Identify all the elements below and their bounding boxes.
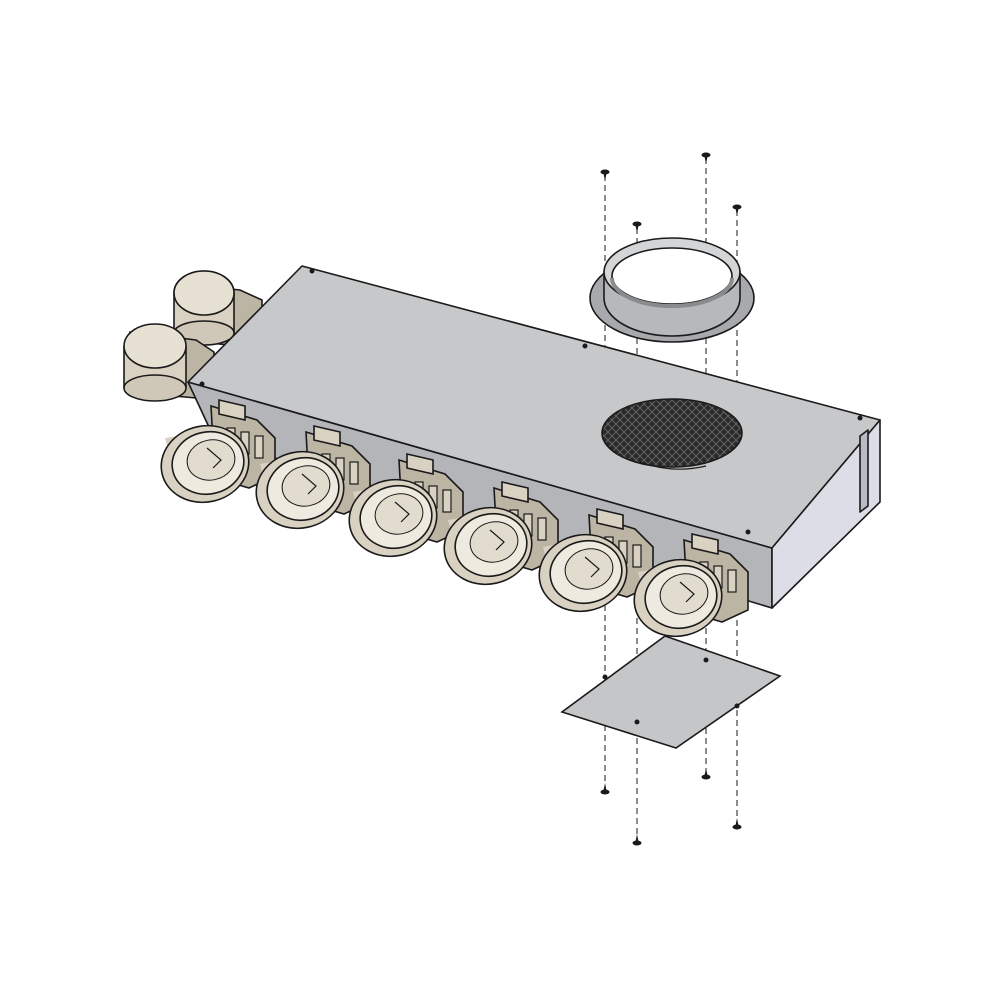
end-face [771, 419, 881, 609]
top-collar [589, 237, 755, 343]
bottom-screw-1 [600, 783, 610, 795]
end-flange [859, 429, 869, 513]
bottom-screw-2 [632, 834, 642, 846]
front-spigot-4 [443, 480, 559, 586]
top-screw-3 [701, 152, 711, 164]
front-spigot-5 [538, 507, 654, 613]
top-screw-1 [600, 169, 610, 181]
top-rivets [199, 268, 863, 535]
bottom-screw-3 [701, 768, 711, 780]
top-screw-4 [732, 204, 742, 216]
screws [600, 152, 742, 846]
front-spigots [160, 398, 749, 638]
front-spigot-2 [255, 424, 371, 530]
mesh-opening [601, 398, 743, 470]
front-spigot-6 [633, 532, 749, 638]
front-spigot-1 [160, 398, 276, 504]
cover-plate [560, 635, 782, 749]
front-spigot-3 [348, 452, 464, 558]
bottom-screw-4 [732, 818, 742, 830]
top-screw-2 [632, 221, 642, 233]
